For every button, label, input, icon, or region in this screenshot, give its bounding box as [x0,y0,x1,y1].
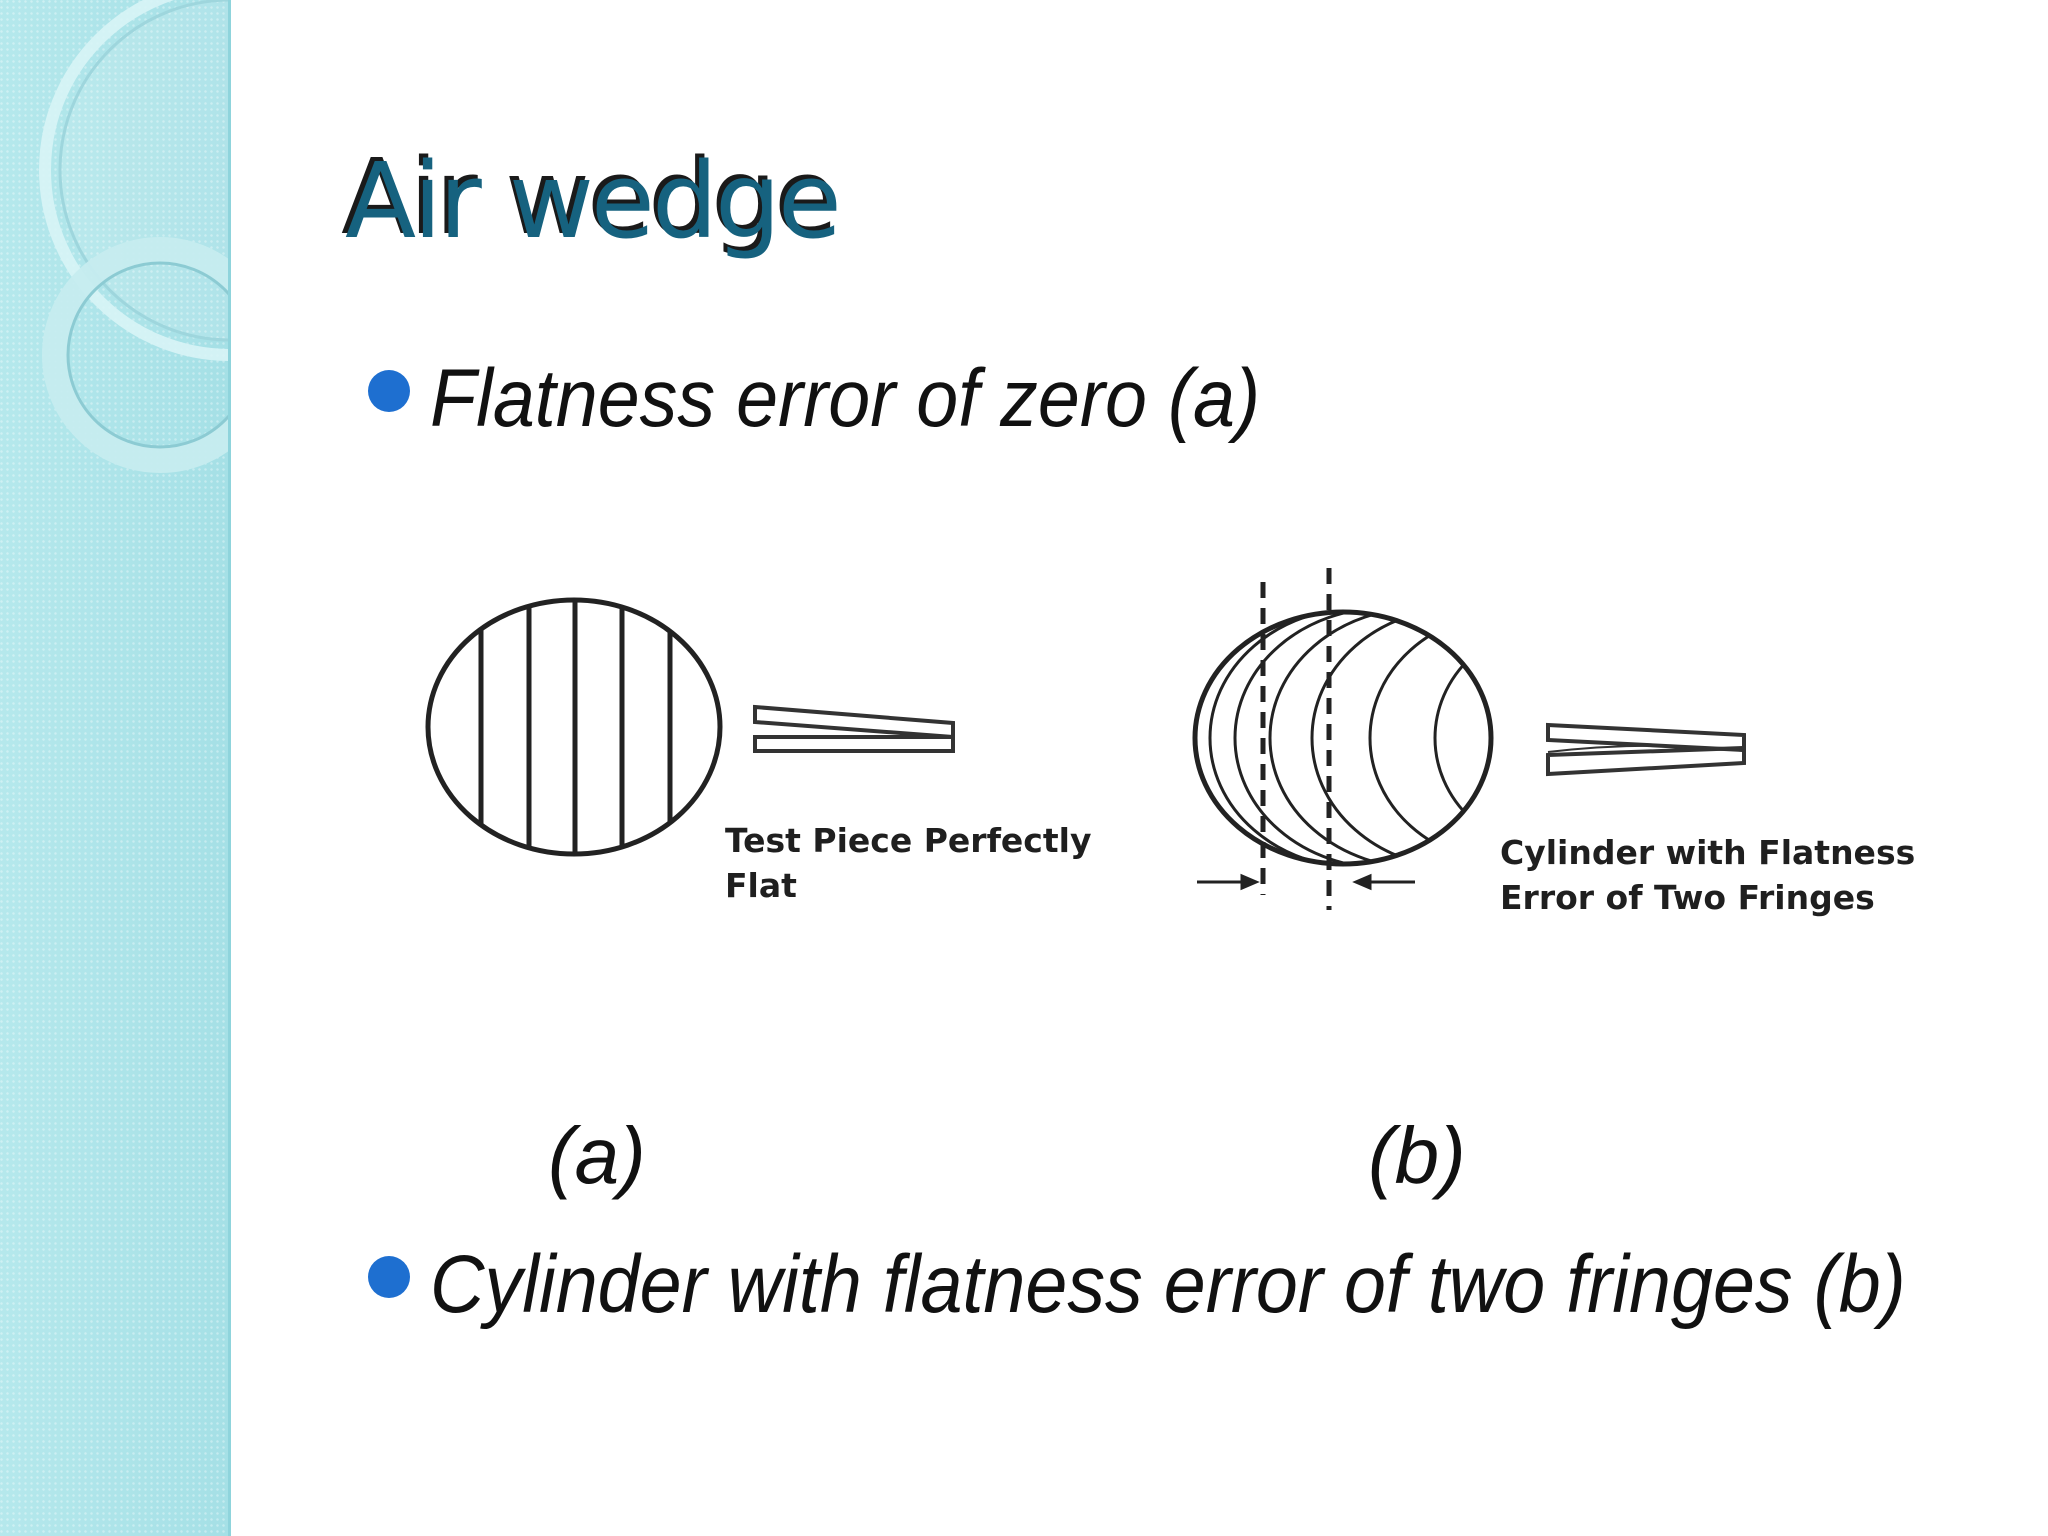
figure-label-b: (b) [1368,1111,1466,1200]
interference-fringes-diagram [425,568,1746,910]
caption-line: Error of Two Fringes [1500,878,1875,917]
flat-fringes-circle [425,597,723,857]
bullet-dot-icon [368,1256,410,1298]
caption-cylinder-flatness: Cylinder with Flatness Error of Two Frin… [1500,830,1915,920]
wedge-plates-a [753,704,955,753]
curved-fringes-circle [1192,568,1494,910]
caption-line: Cylinder with Flatness [1500,833,1916,872]
slide-title: Air wedge [345,140,842,262]
fringe-spacing-arrows [1197,873,1415,891]
bullet-text: Flatness error of zero (a) [430,353,1261,444]
sidebar-rings-decoration [39,0,228,473]
caption-line: Flat [725,866,797,905]
caption-test-piece-flat: Test Piece Perfectly Flat [725,818,1091,908]
caption-line: Test Piece Perfectly [725,821,1092,860]
bullet-text: Cylinder with flatness error of two frin… [430,1239,1906,1330]
bullet-item: Flatness error of zero (a) [368,352,1332,446]
wedge-plates-b [1546,722,1746,777]
bullet-dot-icon [368,370,410,412]
decorative-sidebar [0,0,231,1536]
figure-label-a: (a) [548,1111,646,1200]
bullet-item: Cylinder with flatness error of two frin… [368,1238,2034,1332]
